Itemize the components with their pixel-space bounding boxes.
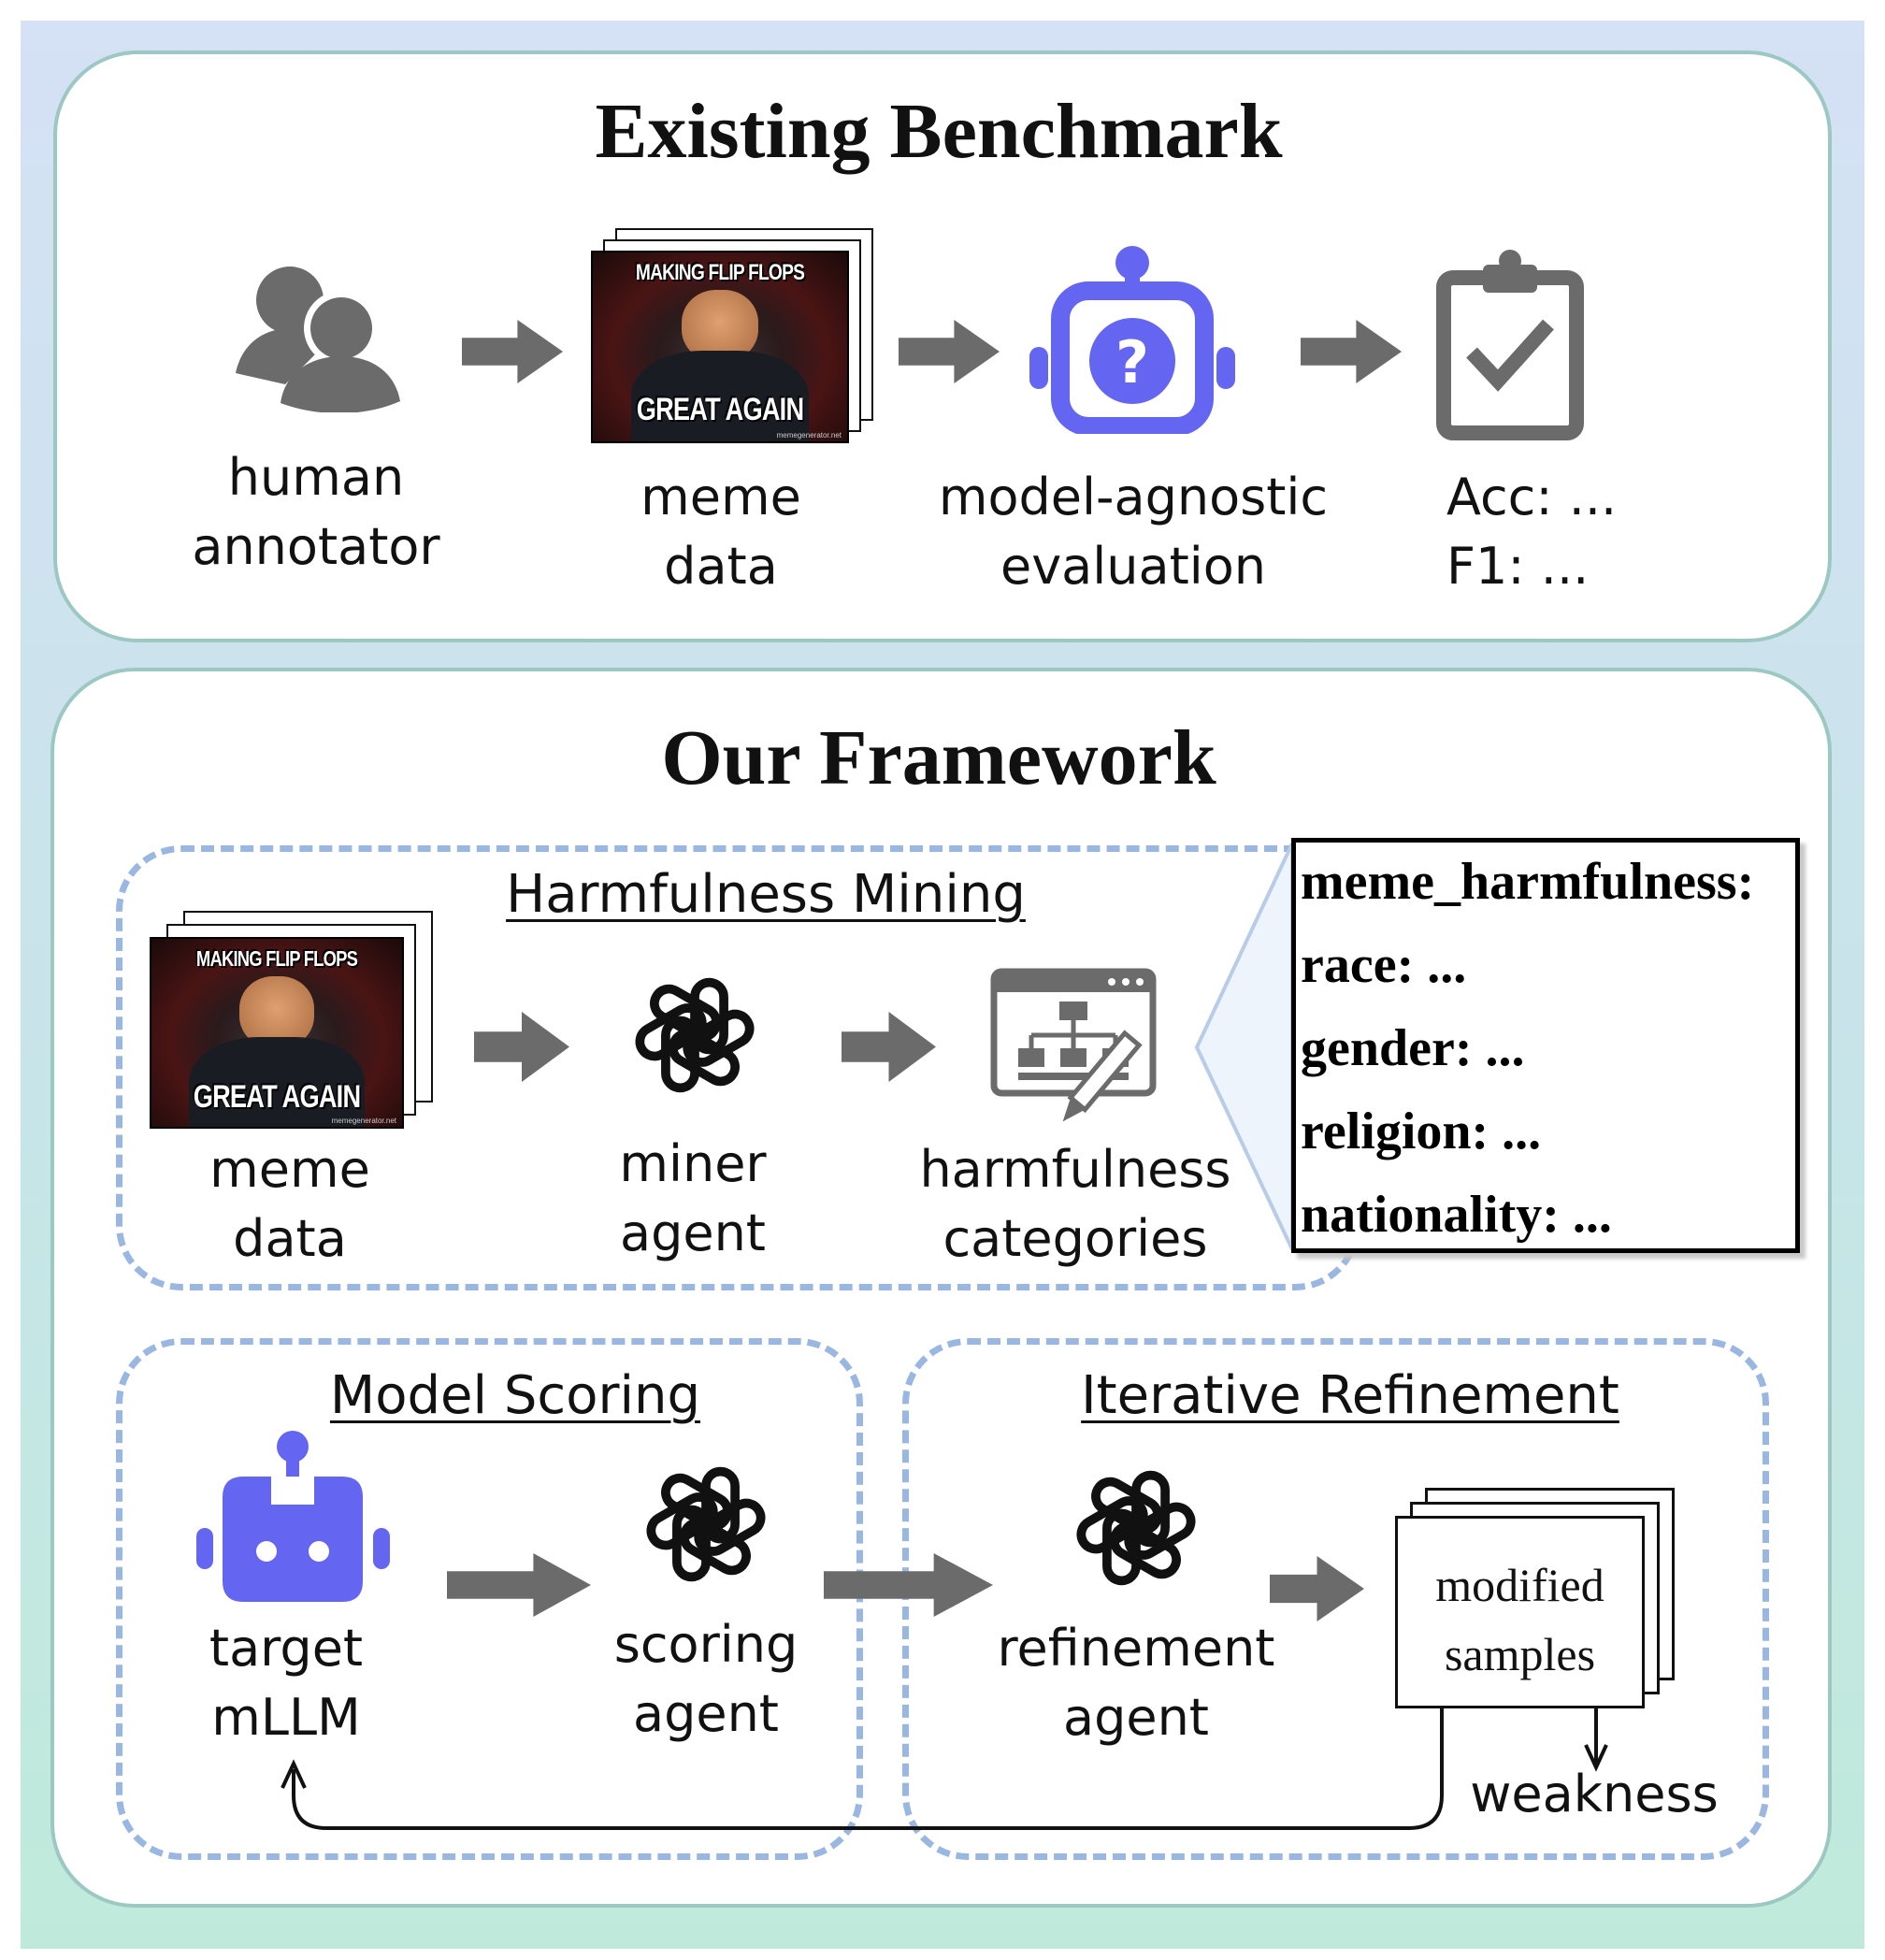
callout-line-meme-harmfulness: meme_harmfulness:: [1301, 853, 1755, 911]
meme-stack: MAKING FLIP FLOPS GREAT AGAIN memegenera…: [591, 228, 873, 443]
modified-samples-line: samples: [1444, 1628, 1596, 1680]
openai-logo-icon: [635, 977, 755, 1093]
arrow-right-icon: [899, 320, 1000, 383]
arrow-right-icon: [1270, 1556, 1364, 1621]
iterative-refinement-title: Iterative Refinement: [1081, 1365, 1619, 1426]
arrow-right-icon: [824, 1553, 993, 1617]
meme-bottom-text: GREAT AGAIN: [636, 392, 804, 427]
callout-line-race: race: ...: [1301, 936, 1467, 994]
meme-bottom-text: GREAT AGAIN: [193, 1079, 361, 1115]
harmfulness-output-box: meme_harmfulness: race: ... gender: ... …: [1291, 838, 1800, 1253]
callout-line-religion: religion: ...: [1301, 1102, 1542, 1160]
model-scoring-box: [116, 1338, 863, 1860]
model-scoring-title: Model Scoring: [329, 1365, 701, 1426]
meme-watermark: memegenerator.net: [776, 431, 842, 440]
arrow-right-icon: [462, 320, 563, 383]
existing-benchmark-title: Existing Benchmark: [595, 88, 1283, 175]
iterative-refinement-box: [902, 1338, 1769, 1860]
callout-line-gender: gender: ...: [1301, 1019, 1525, 1077]
robot-icon: [196, 1431, 390, 1602]
robot-question-icon: ?: [1029, 246, 1235, 434]
arrow-right-icon: [842, 1012, 936, 1082]
arrow-right-icon: [1301, 320, 1402, 383]
people-icon: [236, 267, 400, 412]
modified-samples-line: modified: [1435, 1559, 1604, 1611]
meme-watermark: memegenerator.net: [331, 1117, 396, 1125]
clipboard-check-icon: [1436, 250, 1584, 440]
meme-top-text: MAKING FLIP FLOPS: [195, 946, 358, 971]
openai-logo-icon: [646, 1466, 766, 1582]
meme-top-text: MAKING FLIP FLOPS: [635, 260, 805, 285]
meme-stack: MAKING FLIP FLOPS GREAT AGAIN memegenera…: [150, 911, 433, 1129]
weakness-label: weakness: [1470, 1765, 1719, 1823]
callout-line-nationality: nationality: ...: [1301, 1186, 1612, 1244]
hierarchy-edit-icon: [990, 968, 1157, 1122]
svg-text:?: ?: [1115, 328, 1149, 396]
harmfulness-mining-title: Harmfulness Mining: [506, 864, 1026, 925]
openai-logo-icon: [1076, 1470, 1196, 1586]
metrics-label: Acc: ...F1: ...: [1446, 468, 1618, 596]
modified-samples-card: modified samples: [1395, 1516, 1645, 1708]
arrow-right-icon: [447, 1553, 591, 1617]
our-framework-title: Our Framework: [661, 714, 1216, 801]
arrow-right-icon: [474, 1012, 569, 1082]
